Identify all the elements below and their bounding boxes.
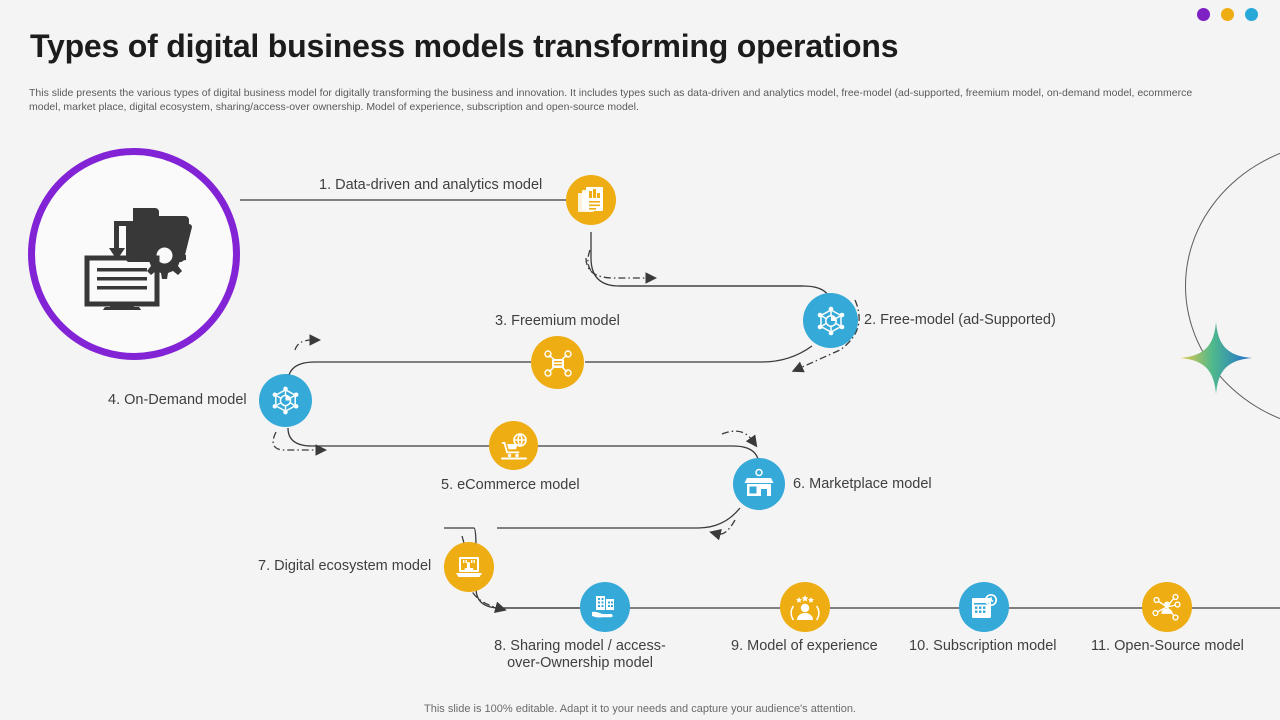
node-3[interactable] — [531, 336, 584, 389]
node-5[interactable] — [489, 421, 538, 470]
node-9-label: 9. Model of experience — [731, 638, 878, 654]
footer-note: This slide is 100% editable. Adapt it to… — [424, 703, 856, 715]
analytics-document-icon — [578, 187, 603, 212]
node-10-label: 10. Subscription model — [909, 638, 1057, 654]
page-title: Types of digital business models transfo… — [30, 28, 899, 64]
node-5-label: 5. eCommerce model — [441, 477, 580, 493]
node-3-label: 3. Freemium model — [495, 313, 620, 329]
hexagon-network-icon — [817, 306, 844, 335]
node-8-label-line1: 8. Sharing model / access- — [494, 638, 666, 654]
dot-gold — [1221, 8, 1234, 21]
building-hand-icon — [592, 596, 614, 618]
node-11[interactable] — [1142, 582, 1192, 632]
node-8-label-line2: over-Ownership model — [507, 655, 653, 671]
node-1-label: 1. Data-driven and analytics model — [319, 177, 543, 193]
hub-network-icon — [543, 349, 572, 377]
node-2-label: 2. Free-model (ad-Supported) — [864, 312, 1056, 328]
person-stars-icon — [790, 595, 820, 621]
node-6[interactable] — [733, 458, 785, 510]
open-source-network-icon — [1152, 593, 1181, 621]
hub-circle — [28, 148, 240, 360]
shopping-cart-globe-icon — [500, 432, 527, 459]
dot-purple — [1197, 8, 1210, 21]
node-9[interactable] — [780, 582, 830, 632]
node-8-label: 8. Sharing model / access- over-Ownershi… — [490, 638, 670, 672]
node-7-label: 7. Digital ecosystem model — [258, 558, 432, 574]
decorative-sparkle-icon — [1178, 320, 1254, 396]
hexagon-network-icon — [272, 386, 299, 415]
node-6-label: 6. Marketplace model — [793, 476, 932, 492]
calendar-clock-icon — [972, 593, 998, 618]
node-1[interactable] — [566, 175, 616, 225]
folder-gear-monitor-icon — [84, 208, 192, 310]
dot-blue — [1245, 8, 1258, 21]
node-4[interactable] — [259, 374, 312, 427]
node-10[interactable] — [959, 582, 1009, 632]
window-dots — [1197, 8, 1258, 21]
page-subtitle: This slide presents the various types of… — [29, 87, 1193, 113]
node-7[interactable] — [444, 542, 494, 592]
laptop-hand-icon — [456, 557, 482, 577]
node-11-label: 11. Open-Source model — [1091, 638, 1244, 654]
node-4-label: 4. On-Demand model — [108, 392, 247, 408]
storefront-icon — [744, 468, 774, 496]
node-8[interactable] — [580, 582, 630, 632]
node-2[interactable] — [803, 293, 858, 348]
